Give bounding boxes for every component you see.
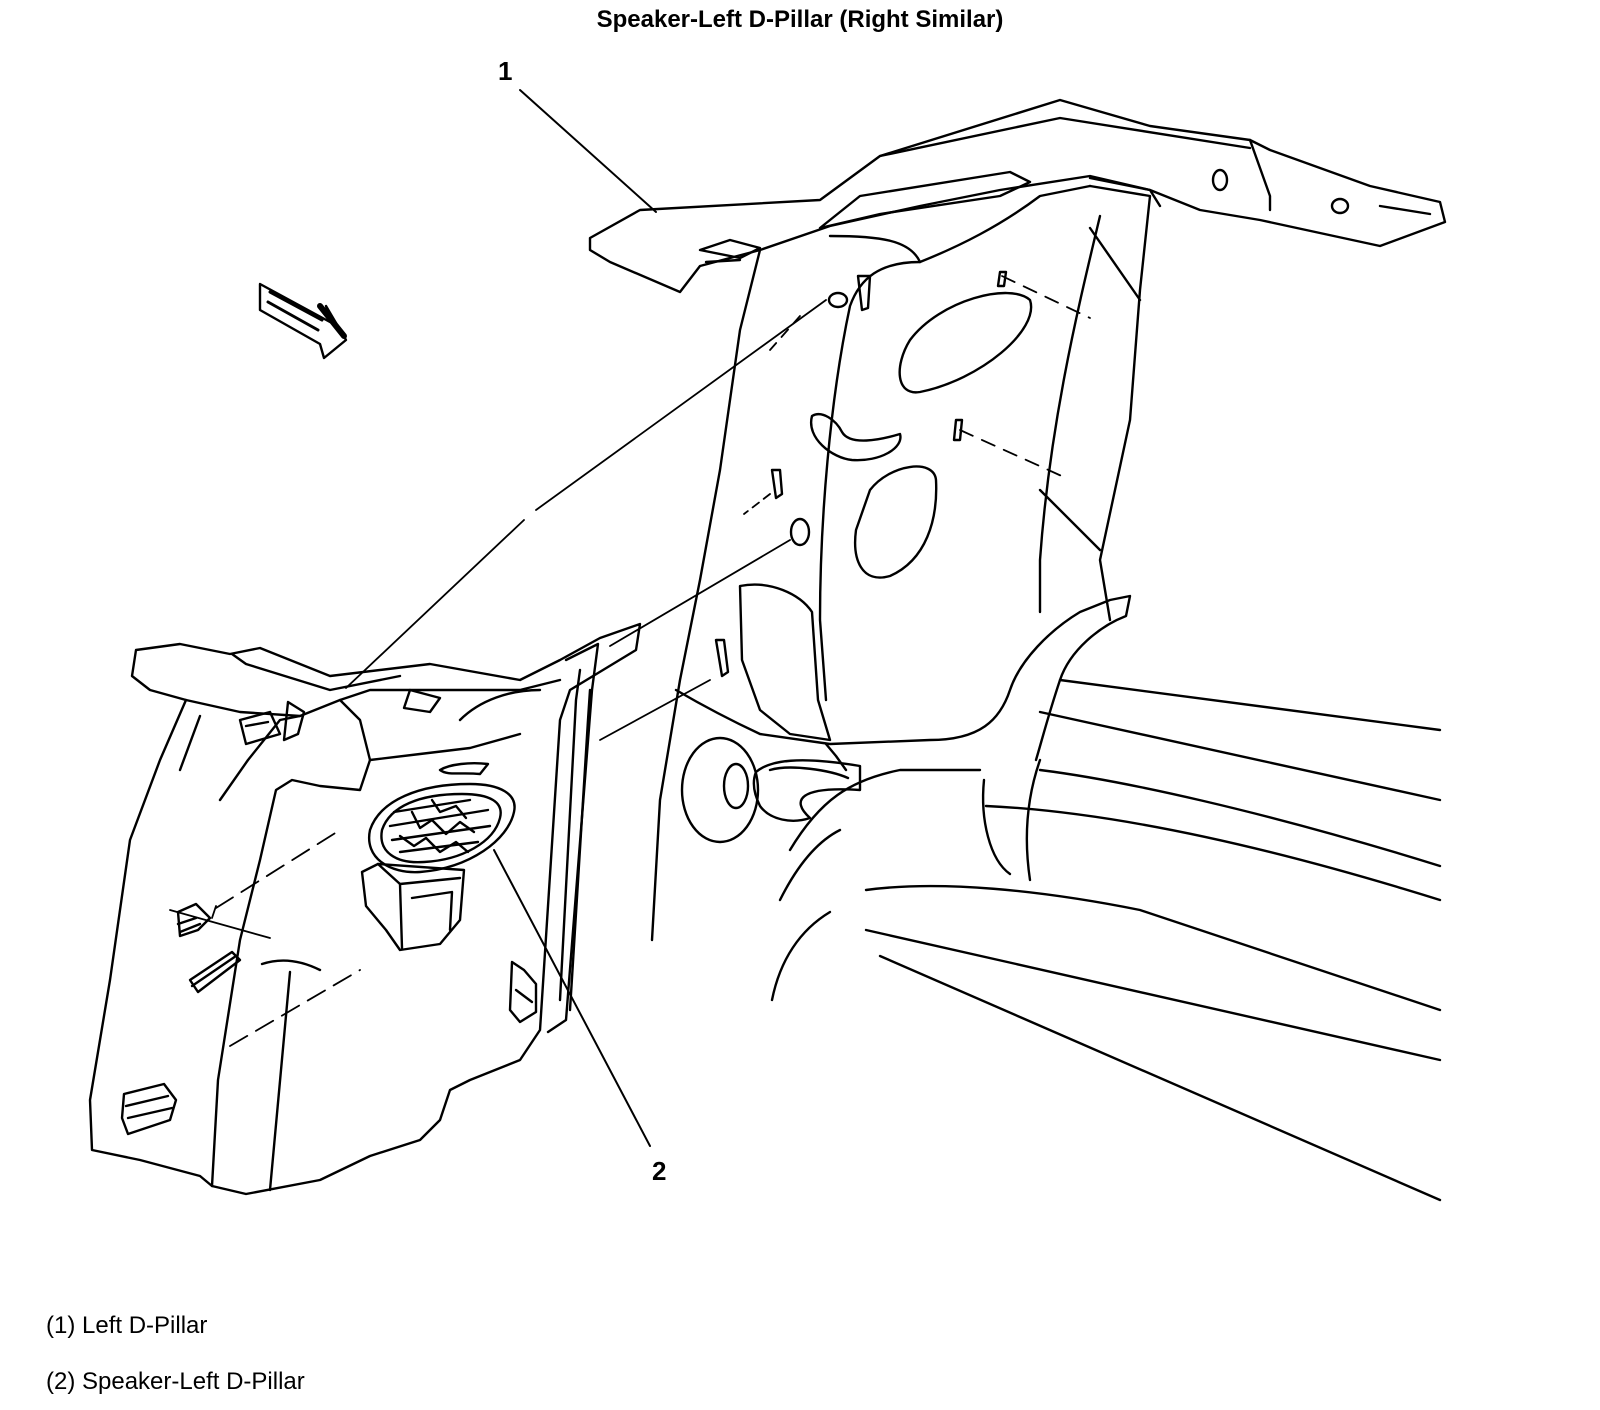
- legend-item-speaker: (2) Speaker-Left D-Pillar: [46, 1368, 305, 1395]
- diagram-title: Speaker-Left D-Pillar (Right Similar): [596, 6, 1004, 33]
- callout-2-label: 2: [652, 1156, 666, 1186]
- direction-arrow-icon: [258, 282, 348, 360]
- assembly-guide-lines: [169, 275, 1091, 1047]
- body-roof-header: [588, 98, 1447, 294]
- d-pillar-illustration: 1 2: [88, 56, 1447, 1202]
- parts-legend: (1) Left D-Pillar (2) Speaker-Left D-Pil…: [46, 1298, 305, 1410]
- body-wheelhouse-floor: [674, 594, 1442, 1202]
- legend-item-left-d-pillar: (1) Left D-Pillar: [46, 1312, 208, 1339]
- body-d-pillar-panel: [650, 184, 1152, 942]
- callout-1-label: 1: [498, 56, 512, 86]
- left-d-pillar-trim-panel: [88, 622, 642, 1196]
- speaker-left-d-pillar: [360, 782, 516, 952]
- callout-leaders: [493, 89, 657, 1147]
